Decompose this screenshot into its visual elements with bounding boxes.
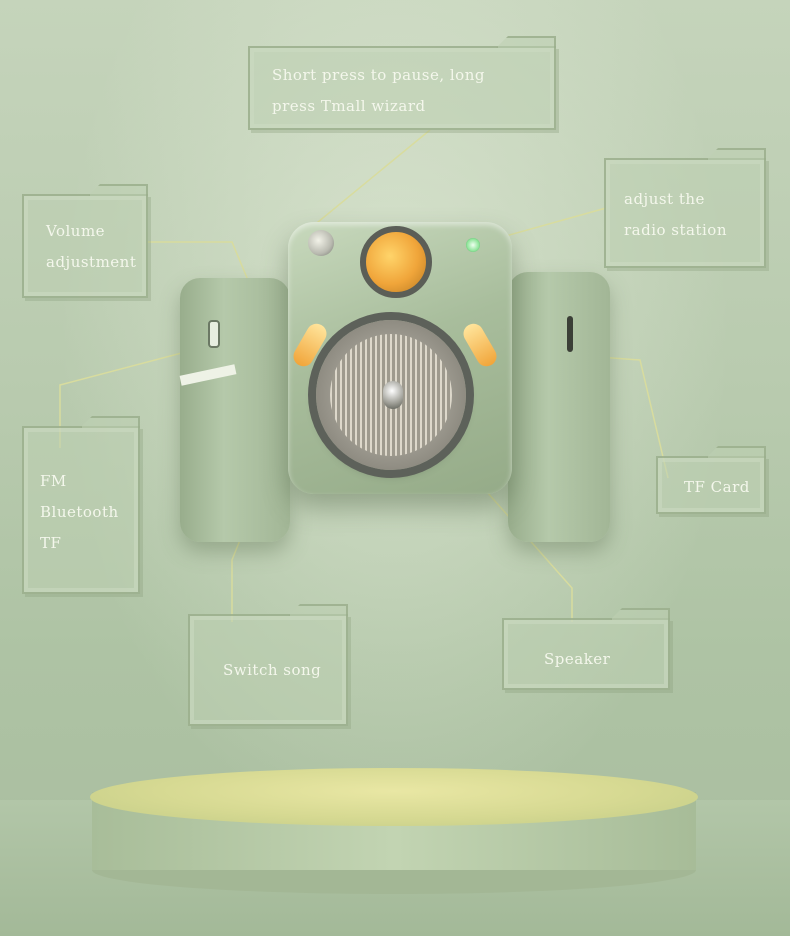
label-tfcard-text: TF Card xyxy=(684,472,750,503)
label-mode: FM Bluetooth TF xyxy=(22,416,140,594)
speaker-center-cap xyxy=(383,381,403,409)
label-volume: Volume adjustment xyxy=(22,184,148,298)
label-pause-text: Short press to pause, long press Tmall w… xyxy=(272,60,485,122)
leader-line-volume xyxy=(148,241,251,286)
label-switch-text: Switch song xyxy=(223,655,321,686)
device-right-side xyxy=(508,272,610,542)
tf-card-slot xyxy=(567,316,573,352)
leader-line-speaker xyxy=(447,447,573,622)
status-led-icon xyxy=(466,238,480,252)
label-pause-line-2: press Tmall wizard xyxy=(272,97,426,115)
label-pause-line-1: Short press to pause, long xyxy=(272,66,485,84)
label-mode-text: FM Bluetooth TF xyxy=(40,466,119,559)
label-switch-line-1: Switch song xyxy=(223,661,322,679)
label-mode-line-2: Bluetooth xyxy=(40,503,119,521)
label-volume-line-2: adjustment xyxy=(46,253,137,271)
label-radio-line-1: adjust the xyxy=(624,190,705,208)
label-switch: Switch song xyxy=(188,604,348,726)
label-radio-line-2: radio station xyxy=(624,221,727,239)
label-mode-line-1: FM xyxy=(40,472,67,490)
label-tfcard: TF Card xyxy=(656,446,766,514)
label-speaker-text: Speaker xyxy=(544,644,610,675)
label-speaker: Speaker xyxy=(502,608,670,690)
label-tfcard-line-1: TF Card xyxy=(684,478,750,496)
device-left-side xyxy=(180,278,290,542)
label-pause: Short press to pause, long press Tmall w… xyxy=(248,36,556,130)
label-mode-line-3: TF xyxy=(40,534,62,552)
radio-tuning-knob-icon xyxy=(360,226,432,298)
mode-switch-port xyxy=(208,320,220,348)
label-speaker-line-1: Speaker xyxy=(544,650,611,668)
pause-button-icon xyxy=(308,230,334,256)
label-radio: adjust the radio station xyxy=(604,148,766,268)
label-radio-text: adjust the radio station xyxy=(624,184,727,246)
label-volume-text: Volume adjustment xyxy=(46,216,136,278)
label-volume-line-1: Volume xyxy=(46,222,106,240)
pedestal-top xyxy=(90,768,698,826)
